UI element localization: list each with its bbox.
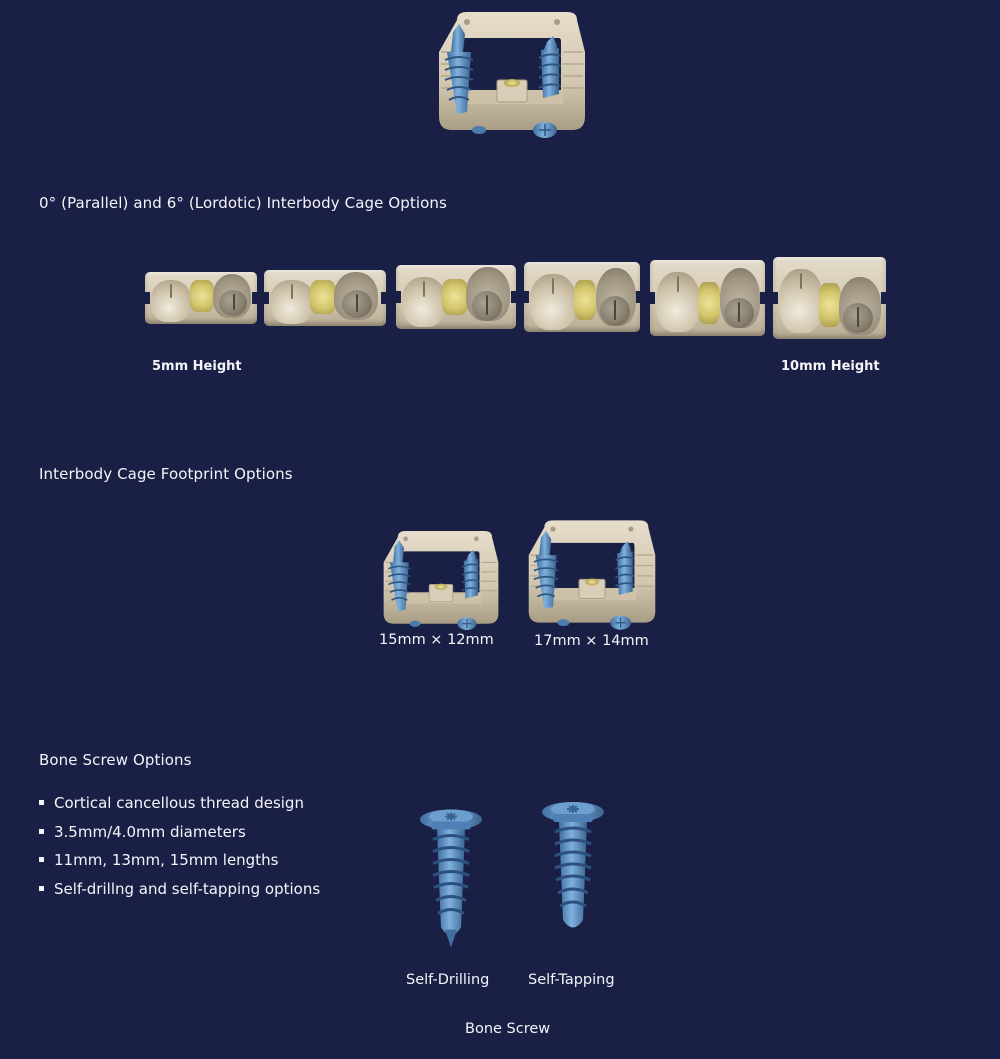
bullet-icon	[39, 885, 44, 891]
feature-item: Cortical cancellous thread design	[39, 789, 320, 818]
screw-features-list: Cortical cancellous thread design 3.5mm/…	[39, 789, 320, 903]
cage-side-view-8mm	[524, 262, 640, 332]
bullet-icon	[39, 828, 44, 834]
bullet-icon	[39, 800, 44, 805]
footprint-cage-large	[527, 520, 657, 630]
bullet-icon	[39, 857, 44, 862]
section-heading-footprint: Interbody Cage Footprint Options	[39, 465, 293, 483]
cage-side-view-7mm	[396, 265, 516, 329]
min-height-label: 5mm Height	[152, 359, 242, 374]
cage-side-view-9mm	[650, 260, 765, 336]
cage-side-view-10mm	[773, 257, 886, 339]
self-tapping-screw-image	[540, 800, 606, 944]
feature-item: 3.5mm/4.0mm diameters	[39, 818, 320, 847]
footprint-label-large: 17mm × 14mm	[534, 633, 649, 649]
self-tapping-label: Self-Tapping	[528, 972, 615, 988]
max-height-label: 10mm Height	[781, 359, 880, 374]
feature-item: Self-drillng and self-tapping options	[39, 875, 320, 904]
hero-cage-image	[437, 12, 587, 138]
section-heading-height: 0° (Parallel) and 6° (Lordotic) Interbod…	[39, 194, 447, 212]
cage-side-view-5mm	[145, 272, 257, 324]
self-drilling-screw-image	[418, 800, 484, 959]
bone-screw-caption: Bone Screw	[465, 1021, 551, 1037]
self-drilling-label: Self-Drilling	[406, 972, 490, 988]
section-heading-screws: Bone Screw Options	[39, 751, 192, 769]
footprint-cage-small	[382, 531, 500, 630]
feature-item: 11mm, 13mm, 15mm lengths	[39, 846, 320, 875]
footprint-label-small: 15mm × 12mm	[379, 632, 494, 648]
cage-side-view-6mm	[264, 270, 386, 326]
